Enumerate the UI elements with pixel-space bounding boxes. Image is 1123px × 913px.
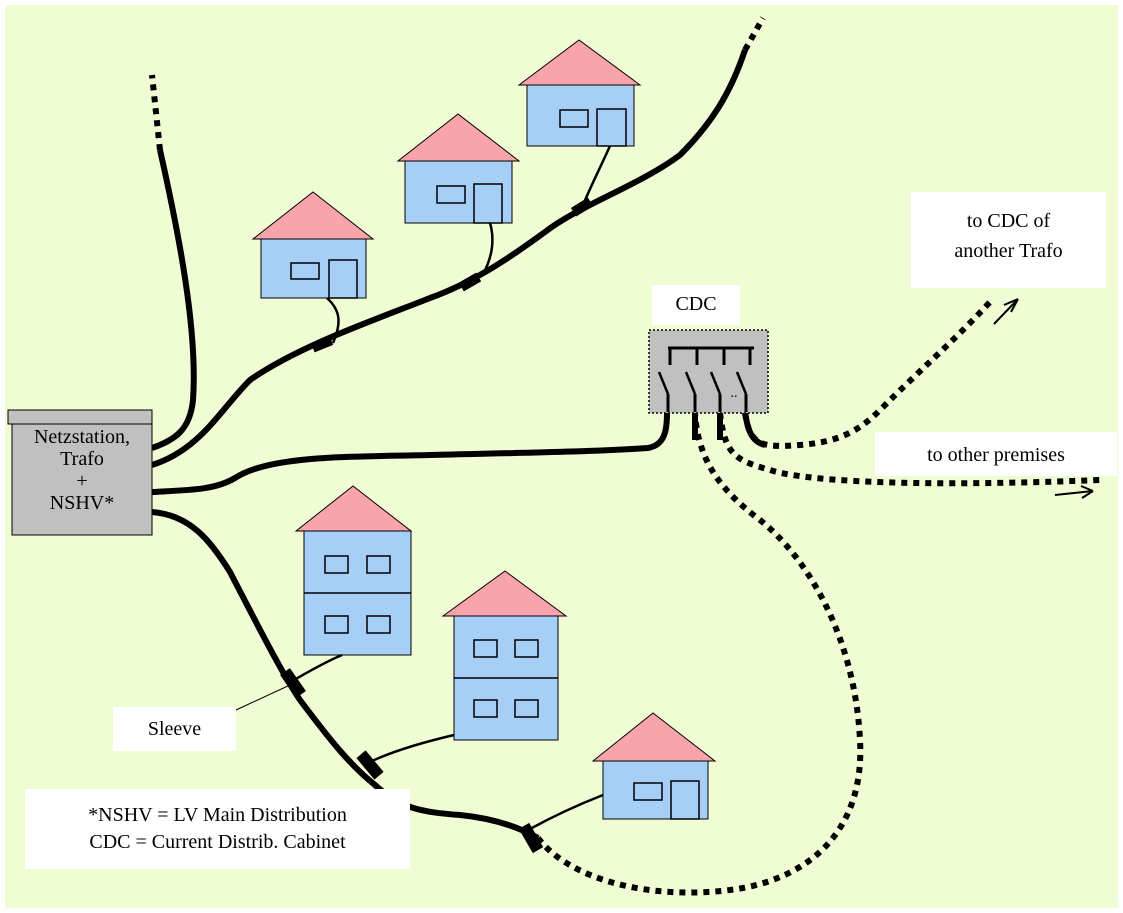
- sleeve: [280, 668, 306, 698]
- house-window: [633, 782, 663, 801]
- house-window: [514, 639, 539, 658]
- house-5-apartment: [441, 570, 568, 741]
- sleeve: [458, 272, 482, 292]
- to-cdc-label-line2: another Trafo: [954, 240, 1063, 262]
- house-3: [517, 39, 642, 147]
- station-body: [11, 423, 153, 536]
- cdc-label: CDC: [675, 293, 717, 315]
- cdc-switch: [735, 371, 748, 395]
- station-roof: [7, 409, 153, 425]
- cdc-stub: [742, 409, 766, 448]
- house-4-apartment: [294, 485, 413, 656]
- station-label-line2: Trafo: [60, 448, 104, 470]
- house-window: [473, 699, 498, 718]
- legend-box: [25, 789, 410, 869]
- house-6: [591, 712, 717, 820]
- cable-south: [151, 509, 540, 841]
- other-premises-label-box: [875, 432, 1117, 476]
- house-window: [559, 109, 589, 128]
- house-window: [366, 615, 391, 634]
- house-window: [366, 555, 391, 574]
- house-door: [670, 780, 700, 820]
- arrow-to-premises: [1054, 485, 1094, 499]
- sleeve-label: Sleeve: [147, 718, 202, 740]
- house-1: [251, 191, 375, 299]
- to-cdc-label-line1: to CDC of: [966, 210, 1051, 232]
- cdc-switch: [709, 371, 722, 395]
- house-connection: [529, 793, 604, 831]
- cable-cdc-loop-dotted: [535, 412, 864, 896]
- netzstation: [7, 409, 153, 536]
- house-window: [436, 185, 466, 204]
- station-label: Netzstation, Trafo + NSHV*: [12, 426, 152, 514]
- station-label-line3: +: [76, 470, 88, 492]
- cdc-cabinet: [648, 329, 769, 414]
- house-door: [473, 183, 503, 224]
- house-connection: [293, 653, 343, 682]
- house-connection: [367, 733, 455, 765]
- sleeve: [518, 822, 544, 854]
- house-window: [290, 262, 320, 280]
- sleeve: [356, 750, 384, 780]
- to-cdc-label: to CDC of another Trafo: [911, 206, 1106, 266]
- legend-line2: CDC = Current Distrib. Cabinet: [89, 831, 346, 853]
- house-door: [596, 108, 627, 147]
- cable-to-cdc: [151, 412, 670, 495]
- other-premises-label: to other premises: [927, 444, 1065, 466]
- house-2: [396, 113, 521, 224]
- cdc-switch: [684, 371, 697, 395]
- to-cdc-label-box: [911, 192, 1106, 288]
- cable-cdc-premises-dotted: [717, 412, 1101, 487]
- sleeve-leader-line: [235, 684, 291, 711]
- cable-house-row: [151, 49, 748, 468]
- house-window: [324, 555, 349, 574]
- sleeve: [310, 335, 334, 353]
- station-label-line1: Netzstation,: [33, 426, 131, 448]
- cdc-dots: ..: [730, 386, 738, 401]
- station-label-line4: NSHV*: [49, 492, 115, 514]
- sleeve: [570, 197, 594, 217]
- arrow-to-cdc: [993, 298, 1019, 325]
- house-window: [324, 615, 349, 634]
- cable-north: [151, 149, 197, 451]
- legend: *NSHV = LV Main Distribution CDC = Curre…: [25, 802, 410, 856]
- cdc-label-box: [652, 285, 740, 325]
- legend-line1: *NSHV = LV Main Distribution: [88, 804, 347, 826]
- cdc-switch: [657, 371, 670, 395]
- house-window: [473, 639, 498, 658]
- cable-north-dotted: [149, 74, 163, 151]
- house-window: [514, 699, 539, 718]
- sleeve-label-box: [113, 707, 236, 751]
- house-door: [328, 259, 358, 299]
